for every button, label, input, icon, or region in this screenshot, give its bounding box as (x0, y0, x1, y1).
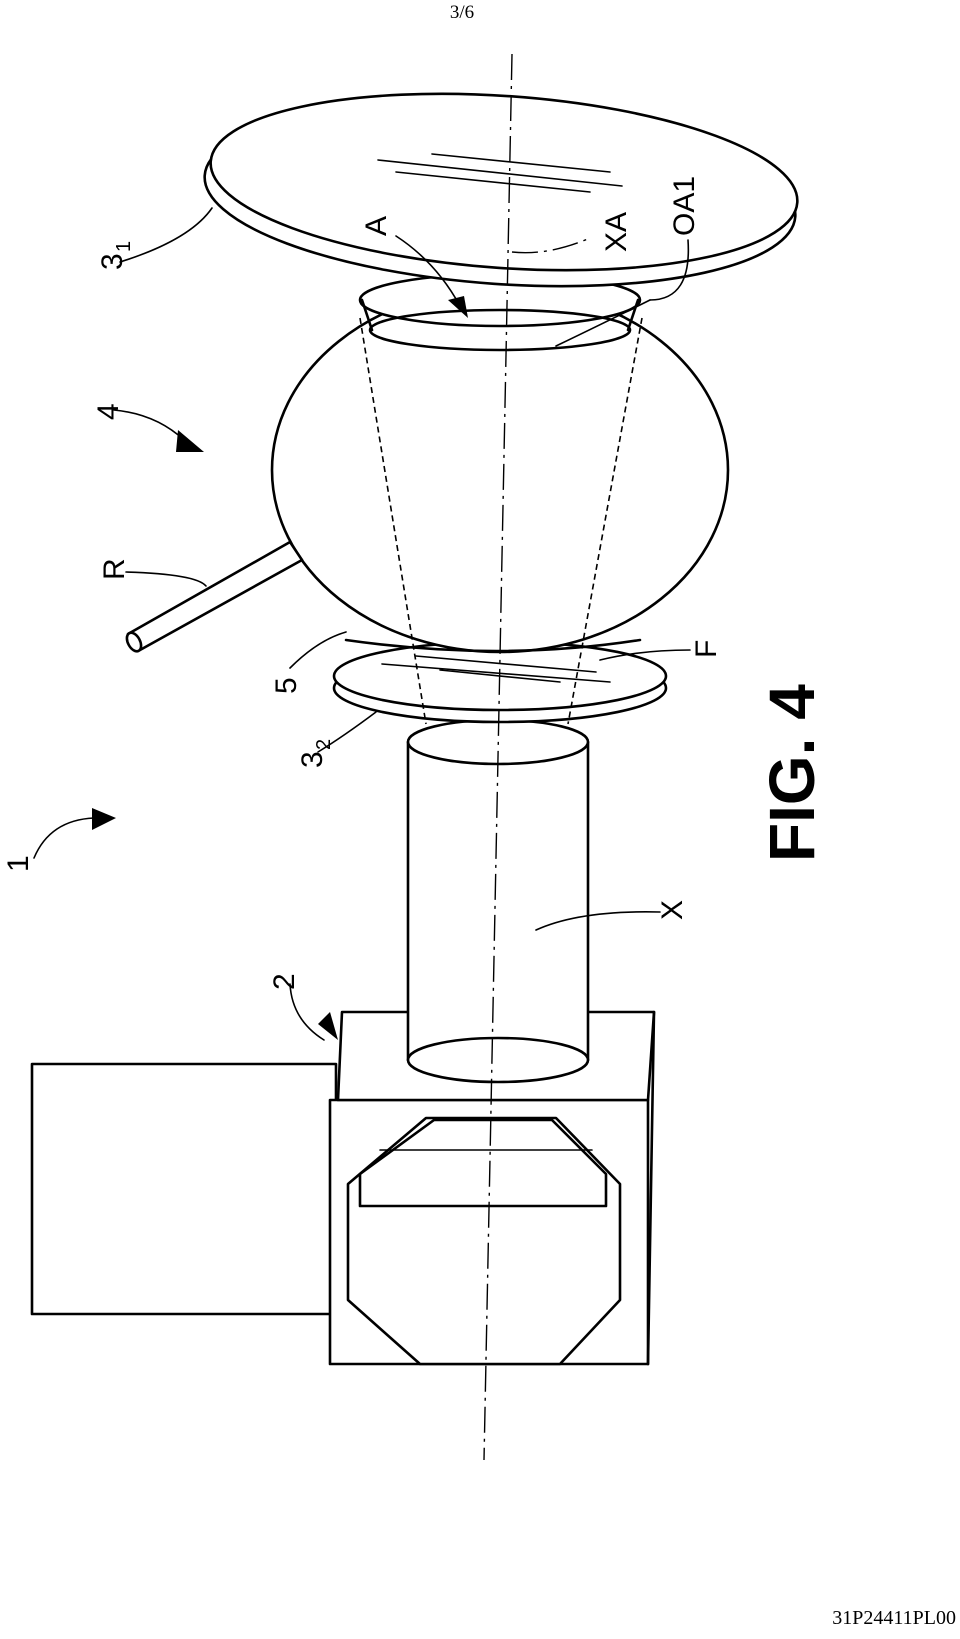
arrow-a-line (395, 235, 461, 307)
camera-cube-edge (646, 1010, 656, 1366)
leader-R (125, 571, 207, 587)
svg-text:3: 3 (96, 253, 129, 270)
small-lens-hatch-2 (415, 655, 597, 673)
svg-text:2: 2 (313, 739, 335, 750)
sphere (270, 272, 730, 725)
leader-F (599, 649, 691, 661)
arrow-1-line (33, 817, 95, 859)
label-3-1: 3 1 (96, 241, 135, 270)
figure-caption: FIG. 4 (756, 684, 828, 862)
large-lens-hatch-3 (431, 153, 611, 173)
tube-base-ellipse (406, 1036, 590, 1084)
label-oa1: OA1 (668, 176, 701, 236)
leader-X (535, 911, 661, 931)
leader-OA1-b (555, 299, 651, 347)
label-r: R (98, 558, 131, 580)
leader-2 (289, 983, 325, 1041)
camera-back-box (30, 1062, 338, 1316)
label-5: 5 (270, 677, 303, 694)
small-lens-hatch-1 (381, 663, 611, 683)
label-4: 4 (92, 403, 125, 420)
label-3-2: 3 2 (296, 739, 335, 768)
light-cone-left (359, 317, 427, 725)
rod (125, 540, 304, 653)
sphere-body (270, 286, 730, 654)
lens-mount-octagon (346, 1116, 622, 1366)
label-1: 1 (2, 855, 35, 872)
leader-5 (289, 631, 347, 669)
label-x: X (656, 900, 689, 920)
arrow-2-head (318, 1012, 338, 1040)
label-2: 2 (268, 973, 301, 990)
aperture-side-left (360, 298, 374, 332)
arrow-1-head (92, 808, 116, 830)
document-id: 31P24411PL00 (832, 1607, 956, 1629)
optical-axis (483, 53, 513, 1461)
leader-OA1 (649, 239, 690, 301)
axis-xa-curve (511, 237, 591, 254)
sheet-number: 3/6 (449, 2, 475, 23)
label-a: A (360, 216, 393, 236)
arrow-a-head (448, 296, 468, 318)
svg-text:1: 1 (113, 241, 135, 252)
large-lens (203, 92, 799, 288)
aperture-inner (368, 308, 632, 352)
tube-body (406, 740, 590, 1062)
large-lens-hatch-1 (377, 159, 623, 187)
label-xa: XA (600, 212, 633, 252)
rod-end (125, 631, 143, 653)
arrow-4-head (176, 430, 204, 452)
light-cone-right (567, 317, 643, 725)
large-lens-face (209, 92, 799, 272)
lens-mount-bevel (358, 1118, 608, 1208)
leader-3-2 (317, 711, 377, 753)
svg-text:3: 3 (296, 751, 329, 768)
leader-3-1 (119, 207, 213, 263)
large-lens-hatch-2 (395, 171, 591, 193)
sphere-collar (344, 638, 642, 653)
aperture-side-right (626, 298, 640, 332)
rod-body (126, 540, 304, 652)
camera-body (30, 1010, 656, 1366)
label-f: F (690, 640, 723, 658)
